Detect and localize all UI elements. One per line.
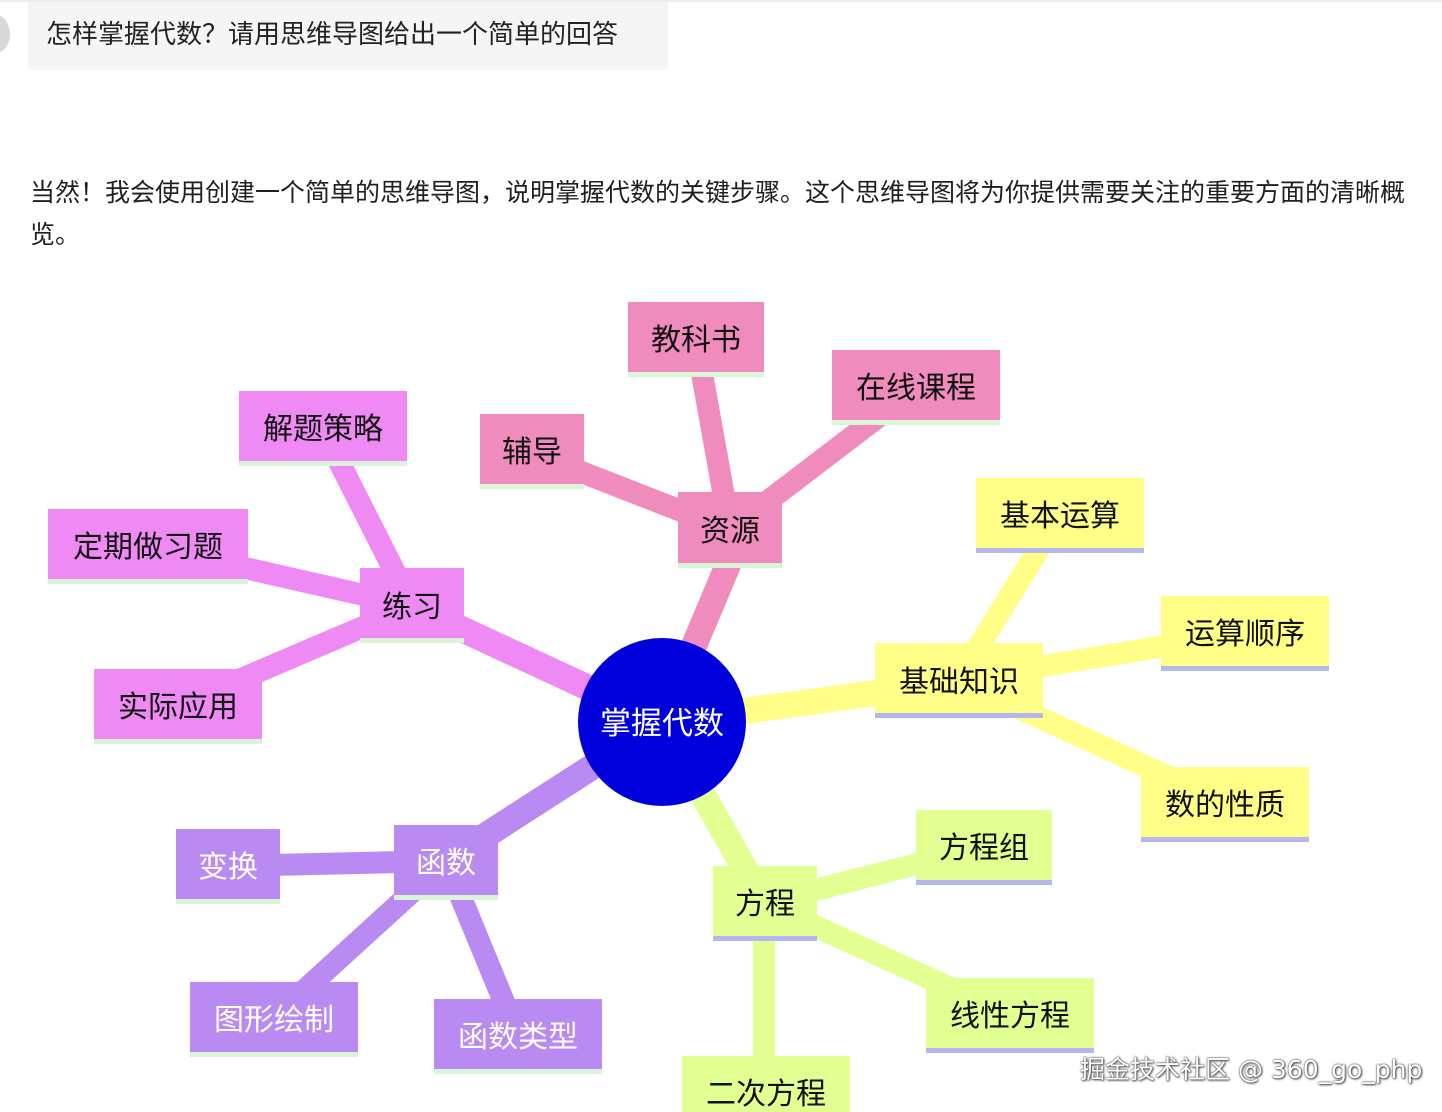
node-equation-systems: 方程组 xyxy=(916,810,1052,885)
node-real-applications: 实际应用 xyxy=(94,669,262,744)
node-order-of-operations-label: 运算顺序 xyxy=(1185,617,1305,652)
node-problem-strategies: 解题策略 xyxy=(239,391,407,466)
node-equation-systems-label: 方程组 xyxy=(939,831,1029,866)
node-linear-equations: 线性方程 xyxy=(926,978,1094,1053)
user-question-bubble: 怎样掌握代数？请用思维导图给出一个简单的回答 xyxy=(28,2,668,70)
node-basic-operations: 基本运算 xyxy=(976,478,1144,553)
node-problem-strategies-label: 解题策略 xyxy=(263,412,383,447)
top-divider xyxy=(0,0,1442,2)
node-quadratic-equations-label: 二次方程 xyxy=(706,1077,826,1112)
node-function-types: 函数类型 xyxy=(434,999,602,1074)
node-linear-equations-label: 线性方程 xyxy=(950,999,1070,1034)
node-functions: 函数 xyxy=(394,825,498,900)
node-function-types-label: 函数类型 xyxy=(458,1020,578,1055)
node-functions-label: 函数 xyxy=(416,846,476,881)
node-number-properties: 数的性质 xyxy=(1141,767,1309,842)
node-transformations: 变换 xyxy=(176,829,280,904)
node-root-label: 掌握代数 xyxy=(600,706,724,742)
node-order-of-operations: 运算顺序 xyxy=(1161,596,1329,671)
node-root: 掌握代数 xyxy=(578,638,746,806)
node-equations-label: 方程 xyxy=(735,887,795,922)
node-practice: 练习 xyxy=(360,568,464,643)
node-resources-label: 资源 xyxy=(700,514,760,549)
node-quadratic-equations: 二次方程 xyxy=(682,1056,850,1112)
node-basic-operations-label: 基本运算 xyxy=(1000,499,1120,534)
node-tutoring: 辅导 xyxy=(480,414,584,489)
node-tutoring-label: 辅导 xyxy=(502,435,562,470)
node-transformations-label: 变换 xyxy=(198,850,258,885)
node-graphing: 图形绘制 xyxy=(190,982,358,1057)
user-avatar xyxy=(0,14,10,54)
node-textbook-label: 教科书 xyxy=(651,323,741,358)
node-resources: 资源 xyxy=(678,492,782,568)
node-practice-label: 练习 xyxy=(382,590,442,625)
node-online-courses: 在线课程 xyxy=(832,350,1000,425)
node-graphing-label: 图形绘制 xyxy=(214,1003,334,1038)
node-basics: 基础知识 xyxy=(875,643,1043,718)
node-basics-label: 基础知识 xyxy=(899,665,1019,700)
node-textbook: 教科书 xyxy=(628,302,764,377)
assistant-answer-text: 当然！我会使用创建一个简单的思维导图，说明掌握代数的关键步骤。这个思维导图将为你… xyxy=(30,178,1406,249)
node-equations: 方程 xyxy=(713,866,817,941)
node-number-properties-label: 数的性质 xyxy=(1165,788,1285,823)
node-real-applications-label: 实际应用 xyxy=(118,690,238,725)
node-regular-exercises: 定期做习题 xyxy=(48,509,248,584)
node-online-courses-label: 在线课程 xyxy=(856,371,976,406)
node-regular-exercises-label: 定期做习题 xyxy=(73,530,223,565)
watermark-text: 掘金技术社区 @ 360_go_php xyxy=(1080,1055,1423,1084)
